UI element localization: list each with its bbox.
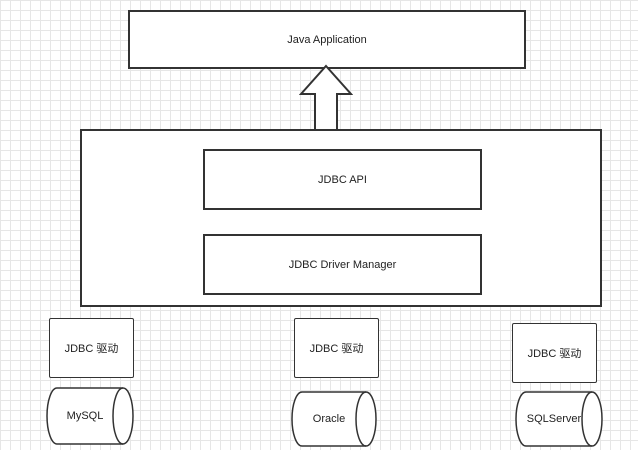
- database-cylinder-icon: [291, 391, 377, 447]
- database-sqlserver: SQLServer: [514, 390, 604, 448]
- database-label: Oracle: [312, 413, 346, 425]
- database-mysql: MySQL: [45, 386, 135, 446]
- database-label: SQLServer: [526, 413, 582, 425]
- driver-label: JDBC 驱动: [309, 343, 364, 355]
- java-application-box: Java Application: [128, 10, 526, 69]
- database-cylinder-icon: [46, 387, 134, 445]
- jdbc-driver-manager-box: JDBC Driver Manager: [203, 234, 482, 295]
- driver-label: JDBC 驱动: [64, 343, 119, 355]
- jdbc-driver-box-oracle: JDBC 驱动: [294, 318, 379, 378]
- jdbc-driver-box-sqlserver: JDBC 驱动: [512, 323, 597, 383]
- driver-label: JDBC 驱动: [527, 348, 582, 360]
- database-oracle: Oracle: [290, 390, 378, 448]
- jdbc-driver-box-mysql: JDBC 驱动: [49, 318, 134, 378]
- database-cylinder-icon: [515, 391, 603, 447]
- jdbc-driver-manager-label: JDBC Driver Manager: [288, 258, 397, 271]
- database-label: MySQL: [66, 410, 104, 422]
- jdbc-api-label: JDBC API: [318, 173, 367, 186]
- jdbc-api-box: JDBC API: [203, 149, 482, 210]
- java-application-label: Java Application: [287, 33, 367, 46]
